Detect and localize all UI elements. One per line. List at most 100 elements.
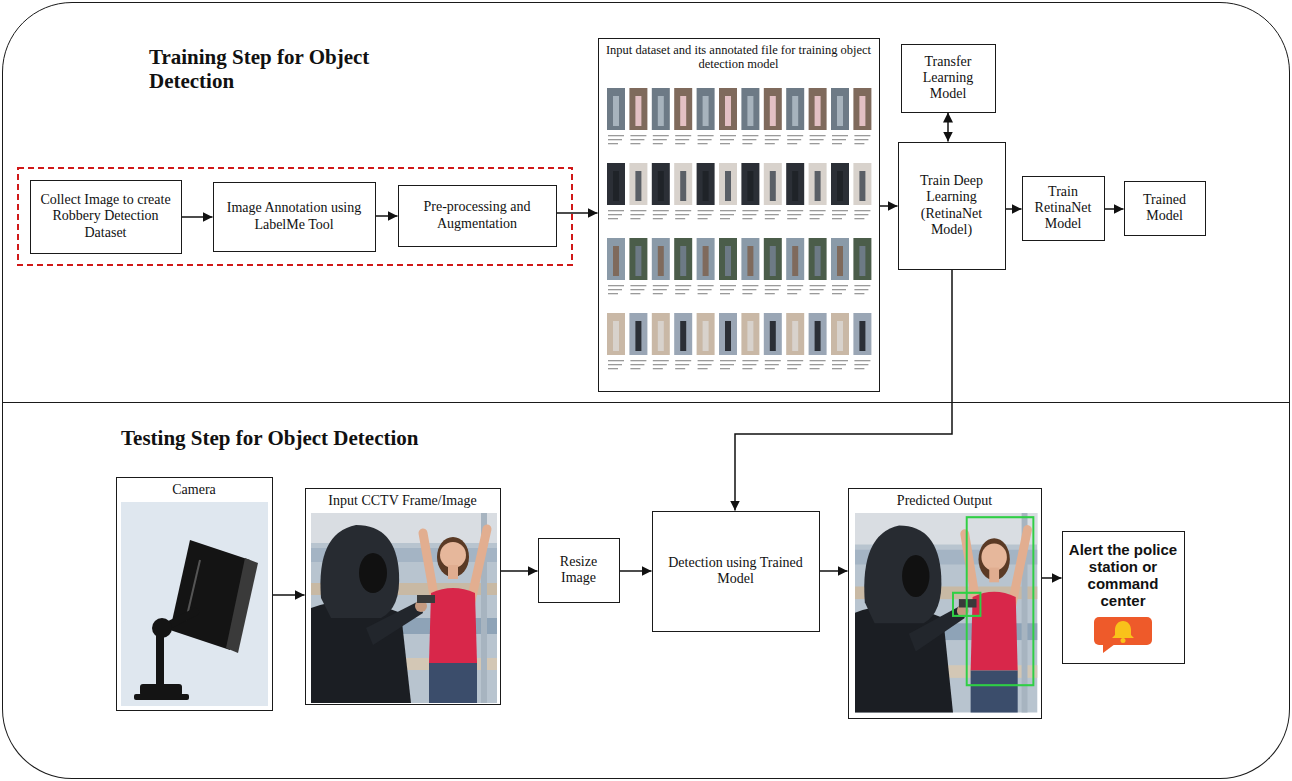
dataset-thumbnail — [607, 238, 625, 280]
dataset-thumbnail — [787, 364, 801, 365]
dataset-thumbnail — [613, 96, 619, 126]
step-heading: Testing Step for Object Detection — [121, 426, 541, 450]
dataset-thumbnail — [675, 210, 691, 211]
step-band: Collect Image to create Robbery Detectio… — [2, 2, 1290, 403]
dataset-thumbnail — [607, 238, 625, 294]
dataset-thumbnail — [853, 88, 871, 130]
dataset-thumbnail — [815, 96, 821, 126]
connector-arrow — [1042, 577, 1062, 579]
dataset-thumbnail — [674, 88, 692, 144]
dataset-thumbnail — [674, 88, 692, 130]
dataset-thumbnail — [703, 321, 709, 351]
image-panel: Predicted Output — [848, 488, 1042, 719]
dataset-thumbnail — [809, 313, 827, 355]
dataset-thumbnail — [853, 88, 871, 144]
dataset-thumbnail — [629, 238, 647, 280]
dataset-thumbnail — [764, 238, 782, 294]
dataset-thumbnail — [853, 163, 871, 205]
dataset-thumbnail — [703, 171, 709, 201]
dataset-thumbnail — [792, 321, 798, 351]
dataset-thumbnail — [697, 163, 715, 219]
dataset-thumbnail — [832, 218, 842, 219]
dataset-thumbnail — [630, 214, 644, 215]
dataset-thumbnail — [787, 210, 803, 211]
dataset-thumbnail — [653, 285, 669, 286]
dataset-thumbnail — [741, 163, 759, 205]
dataset-thumbnail — [652, 163, 670, 219]
dataset-thumbnail — [630, 285, 646, 286]
dataset-thumbnail — [810, 293, 820, 294]
predicted-output-image — [953, 593, 980, 616]
dataset-thumbnail — [725, 171, 731, 201]
dataset-thumbnail — [831, 313, 849, 369]
dataset-thumbnail — [675, 364, 689, 365]
dataset-thumbnails — [607, 88, 871, 369]
dataset-thumbnail — [720, 364, 734, 365]
connector-arrow — [501, 570, 538, 572]
dataset-thumbnail — [764, 163, 782, 219]
dataset-thumbnail — [635, 246, 641, 276]
dataset-thumbnail — [630, 210, 646, 211]
dataset-thumbnail — [764, 238, 782, 280]
connector-arrow — [273, 594, 305, 596]
dataset-thumbnail — [675, 293, 685, 294]
dataset-thumbnail — [742, 368, 752, 369]
node-label: Input dataset and its annotated file for… — [603, 43, 875, 72]
dataset-thumbnail — [765, 135, 781, 136]
dataset-thumbnail — [747, 171, 753, 201]
dataset-thumbnail — [832, 364, 846, 365]
dataset-thumbnail — [698, 289, 712, 290]
dataset-thumbnail — [653, 214, 667, 215]
dataset-thumbnail — [629, 238, 647, 294]
dataset-thumbnail — [831, 88, 849, 130]
dataset-thumbnail — [719, 238, 737, 280]
dataset-thumbnail — [698, 368, 708, 369]
node-label: Predicted Output — [897, 493, 992, 509]
dataset-thumbnail — [675, 214, 689, 215]
dataset-thumbnail — [770, 321, 776, 351]
dataset-thumbnail — [719, 88, 737, 130]
dataset-thumbnail — [674, 163, 692, 205]
dataset-thumbnail — [742, 214, 756, 215]
dataset-thumbnail — [837, 246, 843, 276]
dataset-thumbnail — [787, 368, 797, 369]
dataset-thumbnail — [854, 139, 868, 140]
dataset-thumbnail — [786, 163, 804, 205]
dataset-thumbnail — [854, 364, 868, 365]
dataset-thumbnail — [720, 360, 736, 361]
dataset-thumbnail — [815, 321, 821, 351]
process-box: Collect Image to create Robbery Detectio… — [30, 180, 182, 254]
dataset-thumbnail — [698, 143, 708, 144]
dataset-thumbnail — [837, 96, 843, 126]
dataset-thumbnail — [613, 171, 619, 201]
node-label: Image Annotation using LabelMe Tool — [219, 200, 370, 232]
dataset-thumbnail — [675, 218, 685, 219]
alert-icon — [1103, 644, 1115, 653]
connector-arrow — [1006, 208, 1022, 210]
camera-illustration — [121, 502, 268, 706]
dataset-thumbnail — [720, 135, 736, 136]
dataset-thumbnail — [787, 218, 797, 219]
connectors — [182, 113, 1124, 596]
dataset-thumbnail — [832, 143, 842, 144]
dataset-thumbnail — [764, 163, 782, 205]
process-box: Image Annotation using LabelMe Tool — [213, 182, 376, 252]
connector-arrow — [182, 216, 213, 218]
dataset-thumbnail — [630, 293, 640, 294]
dataset-thumbnail — [608, 293, 618, 294]
dataset-thumbnail — [854, 143, 864, 144]
dataset-thumbnail — [697, 88, 715, 144]
dataset-thumbnail — [720, 139, 734, 140]
dataset-thumbnail — [703, 246, 709, 276]
dataset-thumbnail — [832, 368, 842, 369]
dataset-thumbnail — [608, 368, 618, 369]
dataset-thumbnail — [831, 238, 849, 294]
dataset-thumbnail — [792, 96, 798, 126]
dataset-thumbnail — [674, 163, 692, 219]
dataset-thumbnail — [854, 214, 868, 215]
dataset-thumbnail — [742, 139, 756, 140]
camera-illustration — [134, 694, 189, 700]
dataset-thumbnail — [765, 218, 775, 219]
